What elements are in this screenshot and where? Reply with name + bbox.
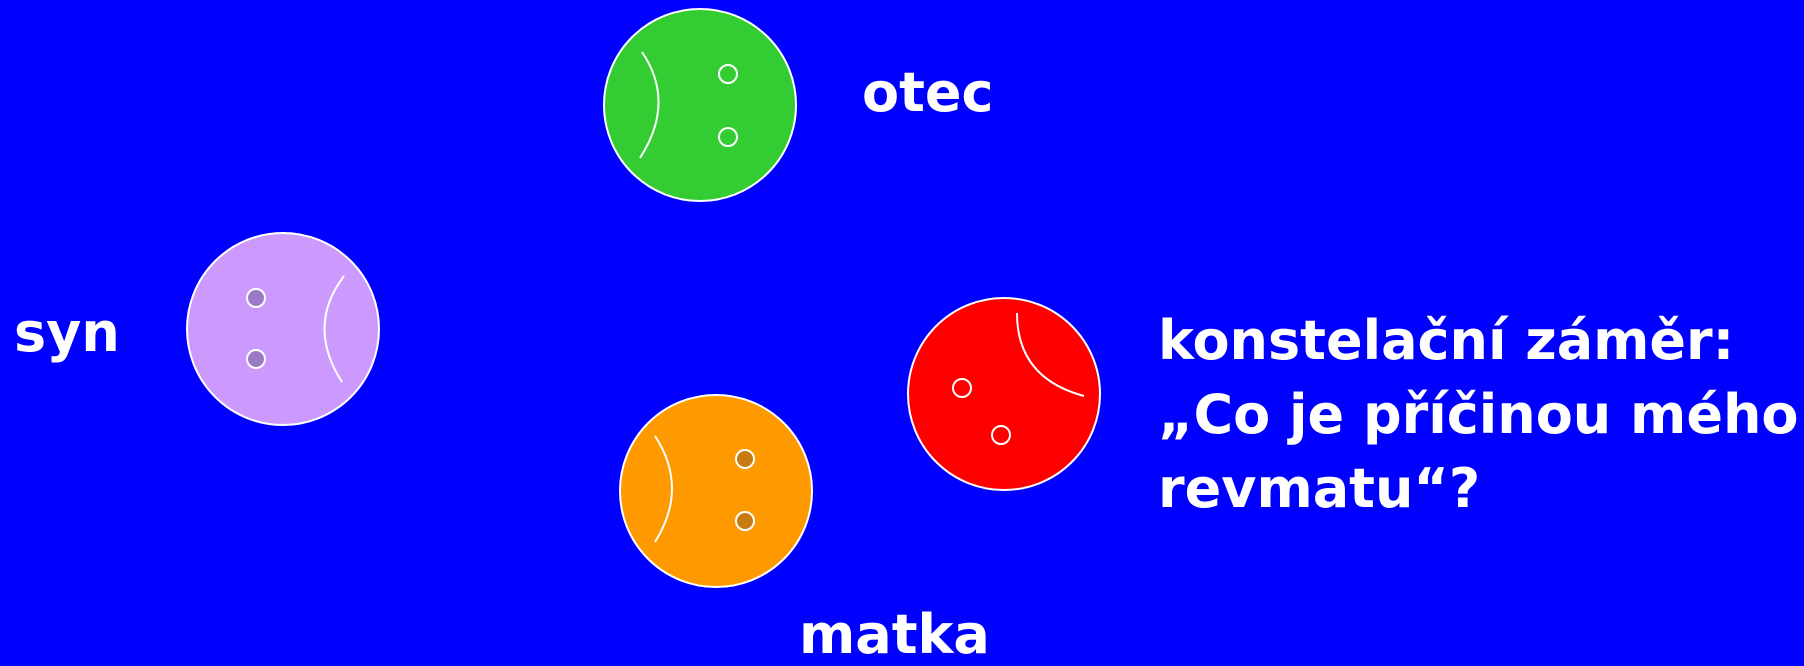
intent-question-line-1: „Co je příčinou mého [1158, 383, 1799, 446]
son-eye-top [246, 288, 266, 308]
mother-face-circle [619, 394, 813, 588]
mother-mouth [654, 435, 673, 543]
intent-heading: konstelační záměr: [1158, 309, 1735, 372]
father-eye-top [718, 64, 738, 84]
son-mouth [323, 275, 345, 383]
mother-eye-bottom [735, 511, 755, 531]
father-eye-bottom [718, 127, 738, 147]
constellation-intent: konstelační záměr: „Co je příčinou mého … [1158, 304, 1799, 526]
son-eye-bottom [246, 349, 266, 369]
father-mouth [639, 51, 660, 159]
client-figure [907, 297, 1101, 491]
client-face-circle [907, 297, 1101, 491]
intent-question-line-2: revmatu“? [1158, 457, 1481, 520]
son-label: syn [14, 301, 120, 364]
mother-figure [619, 394, 813, 588]
mother-label: matka [799, 603, 990, 666]
father-face-circle [603, 8, 797, 202]
son-figure [186, 232, 380, 426]
client-mouth [1016, 312, 1085, 397]
son-face-circle [186, 232, 380, 426]
father-label: otec [862, 61, 994, 124]
client-eye-left [952, 378, 972, 398]
client-eye-right [991, 425, 1011, 445]
father-figure [603, 8, 797, 202]
mother-eye-top [735, 449, 755, 469]
